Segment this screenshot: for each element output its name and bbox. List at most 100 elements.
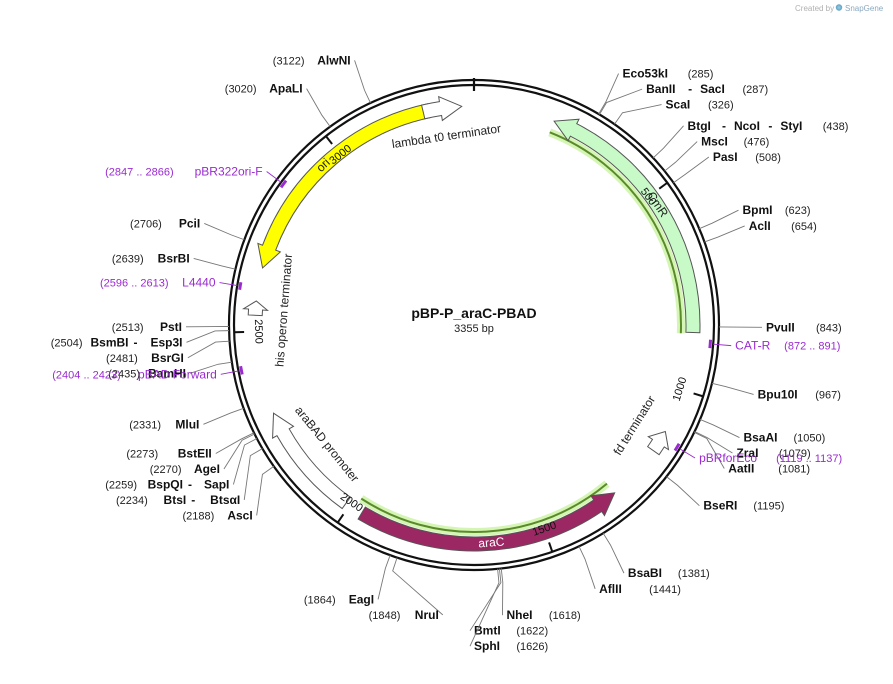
site-bpu10i: Bpu10I (967) [711, 382, 841, 401]
site-name-btgi: BtgI [688, 119, 711, 133]
site-position: (2639) [112, 253, 144, 265]
site-position: (476) [744, 137, 770, 149]
plasmid-title-group: pBP-P_araC-PBAD 3355 bp [411, 305, 536, 335]
orf-range-line [549, 131, 682, 334]
site-position: (2481) [106, 353, 138, 365]
credit-prefix: Created by [795, 4, 834, 13]
site-position: (285) [688, 69, 714, 81]
site-leader-line [189, 361, 232, 374]
primer-name: pBAD Forward [138, 367, 217, 381]
site-leader-line [699, 419, 740, 438]
site-name-bseri: BseRI [703, 499, 737, 513]
site-position: (1848) [369, 610, 401, 622]
primer-range: (2596 .. 2613) [100, 278, 169, 290]
site-leader-line [578, 546, 596, 589]
site-separator: - [188, 477, 192, 491]
site-bsmbi-esp3i: Esp3I-BsmBI(2504) [51, 330, 230, 349]
feature-label-arac: araC [478, 534, 505, 550]
site-acli: AclI (654) [704, 219, 817, 243]
site-name-eco53ki: Eco53kI [623, 67, 668, 81]
site-name-bpmi: BpmI [742, 203, 772, 217]
site-leader-line [599, 88, 643, 115]
site-leader-line [711, 382, 754, 395]
site-position: (1195) [753, 501, 784, 513]
feature-arrow-arac [357, 492, 616, 552]
site-leader-line [602, 532, 625, 574]
site-name-ncoi: NcoI [734, 119, 760, 133]
site-name-btsi: BtsI [164, 493, 187, 507]
primer-name: pBRforEco [699, 451, 757, 465]
primers: pBR322ori-F(2847 .. 2866)L4440(2596 .. 2… [52, 165, 842, 466]
site-name-nrui: NruI [415, 608, 439, 622]
primer-mark [239, 365, 244, 375]
site-leader-line [306, 88, 331, 127]
site-leader-line [377, 555, 391, 600]
site-name-saci: SacI [700, 82, 725, 96]
site-position: (967) [815, 389, 841, 401]
site-name-bsteii: BstEII [178, 446, 212, 460]
feature-cmr: CmR [553, 118, 701, 334]
site-position: (2270) [150, 464, 182, 476]
site-btgi-ncoi-styi: BtgI-NcoI-StyI(438) [652, 119, 849, 159]
site-position: (3122) [273, 55, 305, 67]
site-name-esp3i: Esp3I [150, 335, 182, 349]
site-leader-line [664, 141, 698, 172]
tick-mark-500 [658, 181, 668, 190]
site-name-pasi: PasI [713, 150, 738, 164]
site-position: (623) [785, 205, 811, 217]
site-position: (2273) [126, 448, 158, 460]
site-alwni: AlwNI(3122) [273, 53, 371, 104]
site-bsrgi: BsrGI(2481) [106, 340, 230, 365]
primer-leader-line [220, 370, 239, 375]
site-eco53ki: Eco53kI (285) [598, 67, 714, 115]
site-position: (438) [823, 121, 849, 133]
plasmid-name: pBP-P_araC-PBAD [411, 305, 536, 321]
site-name-acli: AclI [749, 219, 771, 233]
site-position: (654) [791, 221, 817, 233]
site-bsrbi: BsrBI(2639) [112, 251, 236, 270]
site-name-banii: BanII [646, 82, 675, 96]
site-separator: - [768, 119, 772, 133]
tick-label: 2000 [338, 491, 365, 515]
site-name-agei: AgeI [194, 462, 220, 476]
primer-l4440: L4440(2596 .. 2613) [100, 276, 243, 290]
site-name-pcii: PciI [179, 216, 200, 230]
site-position: (843) [816, 322, 842, 334]
site-name-mlui: MluI [175, 417, 199, 431]
backbone [227, 78, 721, 572]
site-leader-line [243, 448, 263, 501]
site-nhei: NheI(1618) [500, 568, 581, 622]
site-name-apali: ApaLI [269, 82, 302, 96]
credit-brand: SnapGene [845, 4, 884, 13]
site-position: (1081) [778, 464, 810, 476]
site-pvuii: PvuII(843) [718, 320, 842, 334]
restriction-sites: Eco53kI(285)BanII-SacI(287)ScaI(326)BtgI… [51, 53, 849, 653]
primer-leader-line [679, 448, 696, 459]
feature-arrow-fd-terminator [646, 430, 670, 456]
primer-leader-line [713, 343, 732, 347]
credit: Created by SnapGene [795, 4, 884, 13]
primer-pbad-forward: pBAD Forward(2404 .. 2423) [52, 365, 244, 381]
site-leader-line [666, 476, 700, 507]
site-name-sapi: SapI [204, 477, 229, 491]
site-asci: AscI(2188) [182, 465, 275, 522]
primer-range: (872 .. 891) [784, 341, 840, 353]
site-bsaai: BsaAI(1050) [699, 419, 825, 445]
orf-range-line [360, 482, 608, 533]
site-aflii: AflII(1441) [578, 546, 681, 596]
primer-name: pBR322ori-F [195, 165, 263, 179]
site-position: (508) [755, 152, 781, 164]
site-leader-line [186, 330, 230, 343]
site-name-nhei: NheI [506, 608, 532, 622]
feature-arrow-his-operon-terminator [241, 300, 270, 317]
site-name-bsmbi: BsmBI [90, 335, 128, 349]
feature-arrow-lambda-t0-terminator [420, 95, 463, 122]
site-leader-line [204, 222, 245, 241]
tick-mark-2000 [336, 513, 345, 524]
site-leader-line [193, 258, 236, 270]
site-leader-line [187, 340, 230, 359]
site-btsi-bts-i: BtsαI-BtsI(2234) [116, 448, 263, 507]
site-name-eagi: EagI [349, 592, 374, 606]
site-position: (3020) [225, 84, 257, 96]
site-name-bpu10i: Bpu10I [758, 387, 798, 401]
